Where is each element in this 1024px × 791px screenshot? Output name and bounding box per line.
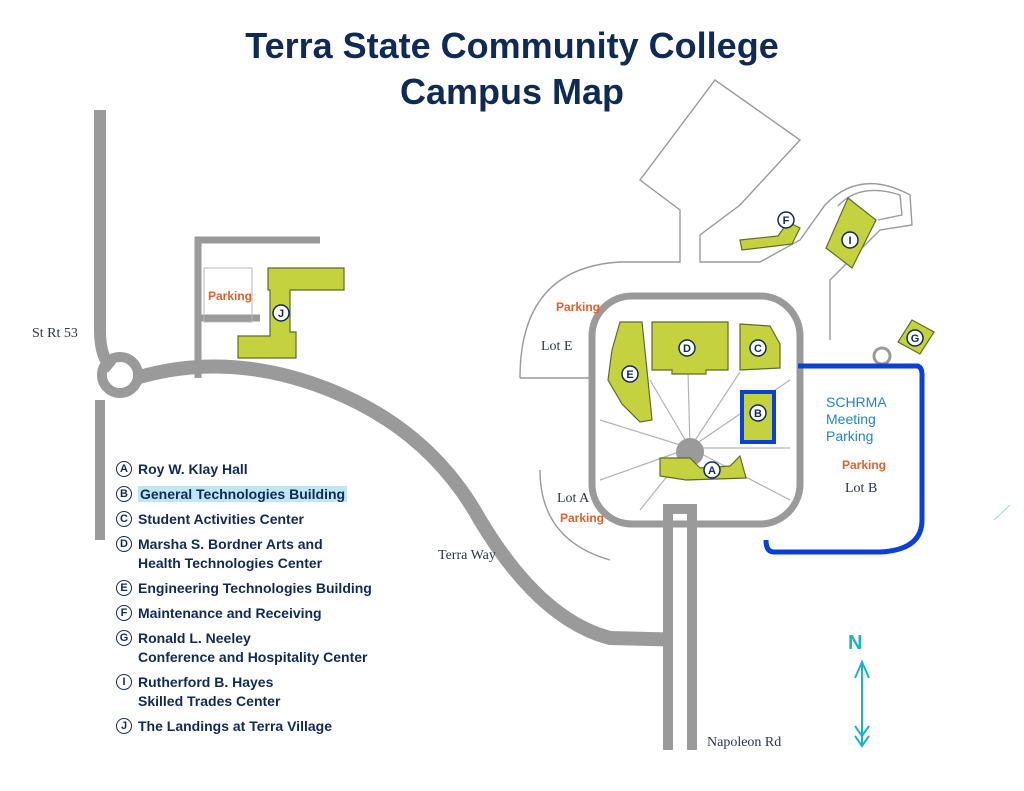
road-j-access (194, 236, 320, 378)
schrma-annotation: SCHRMA Meeting Parking (826, 394, 887, 445)
legend-badge-j: J (116, 718, 132, 734)
road-napoleon (663, 504, 697, 750)
svg-text:D: D (683, 343, 691, 355)
parking-lot-j (203, 267, 253, 323)
building-j[interactable]: J (237, 267, 345, 359)
legend-label-b: General Technologies Building (138, 486, 348, 502)
road-terra-way (134, 359, 691, 647)
legend-badge-b: B (116, 486, 132, 502)
campus-outlines (519, 79, 913, 561)
building-g[interactable]: G (897, 319, 935, 355)
map-title-line2: Campus Map (399, 71, 625, 112)
legend-badge-i: I (116, 674, 132, 690)
legend-label-d-line2: Health Technologies Center (138, 555, 323, 571)
legend-label-f: Maintenance and Receiving (138, 605, 322, 621)
svg-text:C: C (754, 343, 762, 355)
legend-label-g-line1: Ronald L. Neeley (138, 630, 251, 646)
legend-item-a[interactable]: A Roy W. Klay Hall (116, 460, 416, 479)
lot-b-label: Lot B (845, 481, 877, 496)
schrma-line2: Meeting (826, 411, 876, 427)
lot-a-label: Lot A (557, 491, 590, 506)
parking-label-lot-b: Parking (842, 458, 886, 472)
svg-text:G: G (911, 333, 920, 345)
legend-item-g[interactable]: G Ronald L. Neeley Conference and Hospit… (116, 629, 416, 667)
legend-label-d-line1: Marsha S. Bordner Arts and (138, 536, 323, 552)
building-legend: A Roy W. Klay Hall B General Technologie… (116, 460, 416, 742)
g-driveway (872, 346, 892, 366)
schrma-line1: SCHRMA (826, 394, 887, 410)
map-title-line1: Terra State Community College (245, 25, 779, 66)
legend-badge-e: E (116, 580, 132, 596)
building-i[interactable]: I (825, 197, 877, 269)
building-f[interactable]: F (739, 211, 801, 251)
schrma-parking-outline (763, 363, 925, 555)
legend-item-d[interactable]: D Marsha S. Bordner Arts and Health Tech… (116, 535, 416, 573)
building-d[interactable]: D (651, 321, 729, 375)
svg-text:I: I (848, 235, 851, 247)
legend-item-j[interactable]: J The Landings at Terra Village (116, 717, 416, 736)
legend-label-e: Engineering Technologies Building (138, 580, 372, 596)
legend-label-c: Student Activities Center (138, 511, 304, 527)
road-label-napoleon: Napoleon Rd (707, 735, 781, 750)
legend-badge-g: G (116, 630, 132, 646)
legend-item-i[interactable]: I Rutherford B. Hayes Skilled Trades Cen… (116, 673, 416, 711)
legend-item-e[interactable]: E Engineering Technologies Building (116, 579, 416, 598)
svg-text:A: A (708, 465, 716, 477)
road-label-terra-way: Terra Way (438, 548, 496, 563)
schrma-line3: Parking (826, 428, 874, 444)
svg-text:F: F (783, 215, 790, 227)
lot-e-label: Lot E (541, 339, 573, 354)
road-label-st-rt-53: St Rt 53 (32, 326, 78, 341)
stray-mark (993, 504, 1011, 521)
central-loop-road (588, 292, 804, 528)
legend-item-c[interactable]: C Student Activities Center (116, 510, 416, 529)
parking-label-j: Parking (208, 289, 252, 303)
legend-label-j: The Landings at Terra Village (138, 718, 332, 734)
building-e[interactable]: E (607, 321, 653, 423)
building-a[interactable]: A (659, 454, 747, 481)
north-label: N (848, 632, 863, 654)
svg-text:E: E (626, 369, 633, 381)
legend-badge-c: C (116, 511, 132, 527)
legend-item-f[interactable]: F Maintenance and Receiving (116, 604, 416, 623)
legend-label-g-line2: Conference and Hospitality Center (138, 649, 368, 665)
legend-badge-a: A (116, 461, 132, 477)
legend-label-i-line1: Rutherford B. Hayes (138, 674, 274, 690)
svg-text:B: B (754, 408, 762, 420)
legend-label-i-line2: Skilled Trades Center (138, 693, 281, 709)
parking-label-lot-e: Parking (556, 300, 600, 314)
legend-badge-f: F (116, 605, 132, 621)
building-b[interactable]: B (740, 390, 776, 444)
parking-label-lot-a: Parking (560, 511, 604, 525)
legend-badge-d: D (116, 536, 132, 552)
north-arrow-icon (854, 659, 870, 748)
building-c[interactable]: C (739, 323, 781, 371)
legend-item-b[interactable]: B General Technologies Building (116, 485, 416, 504)
svg-text:J: J (278, 308, 284, 320)
legend-label-a: Roy W. Klay Hall (138, 461, 248, 477)
